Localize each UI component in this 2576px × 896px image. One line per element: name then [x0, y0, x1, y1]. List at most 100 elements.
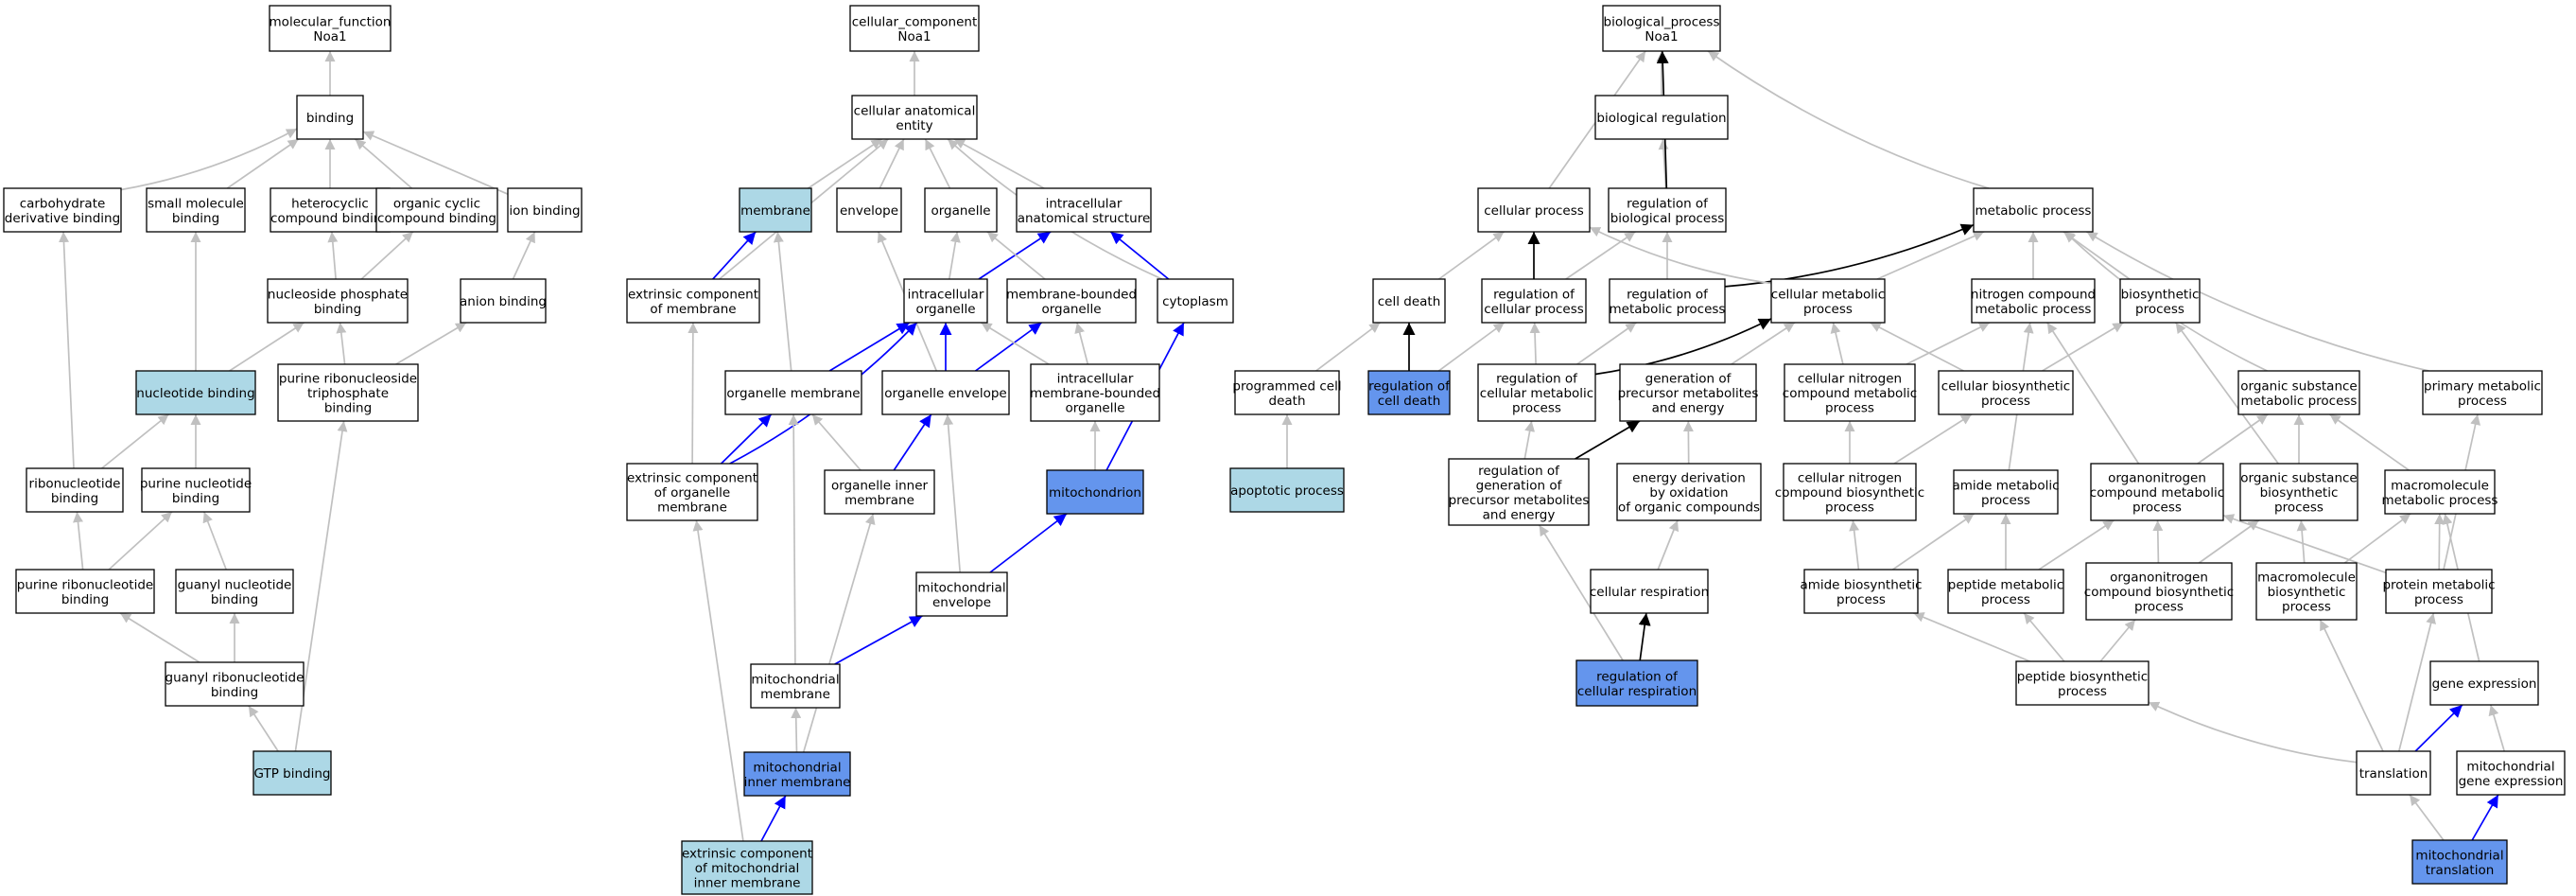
go-term-node-gtp[interactable]: GTP binding [252, 750, 332, 796]
node-label-line: protein metabolic [2382, 577, 2495, 592]
node-label-line: intracellular [1057, 372, 1134, 387]
node-box [270, 187, 391, 233]
node-label-line: metabolic process [1976, 302, 2092, 317]
node-label-line: by oxidation [1649, 485, 1728, 501]
node-label-line: organic substance [2240, 471, 2357, 486]
go-term-node-orgenv[interactable]: organelle envelope [881, 370, 1010, 415]
node-label-line: mitochondrial [751, 672, 839, 687]
node-label-line: compound metabolic [1783, 386, 1917, 401]
go-term-node-anion[interactable]: anion binding [460, 278, 547, 324]
node-label-line: amide metabolic [1952, 478, 2059, 493]
go-term-node-envelope[interactable]: envelope [836, 187, 902, 233]
go-term-node-geneexp[interactable]: gene expression [2429, 660, 2539, 706]
node-label-line: inner membrane [744, 775, 851, 790]
node-label-line: and energy [1483, 507, 1556, 522]
go-term-node-organelle[interactable]: organelle [924, 187, 998, 233]
node-label-line: nitrogen compound [1971, 287, 2096, 302]
node-box [739, 187, 812, 233]
edge-translation-to-protmet [2397, 612, 2436, 752]
node-label-line: process [2132, 501, 2182, 516]
go-term-node-cytoplasm[interactable]: cytoplasm [1157, 278, 1234, 324]
node-label-line: compound binding [270, 211, 390, 226]
node-box [2411, 839, 2508, 885]
go-term-node-translation[interactable]: translation [2356, 750, 2431, 796]
go-term-node-membrane[interactable]: membrane [739, 187, 812, 233]
go-term-node-binding[interactable]: binding [296, 95, 364, 140]
node-box [724, 370, 862, 415]
node-label-line: organelle [1065, 401, 1124, 416]
go-term-node-apoptotic[interactable]: apoptotic process [1229, 467, 1345, 513]
go-term-node-celldeath[interactable]: cell death [1372, 278, 1446, 324]
go-term-node-metproc[interactable]: metabolic process [1973, 187, 2094, 233]
edge-regcellmet-to-regcellproc [1529, 322, 1540, 365]
node-box [1367, 370, 1451, 415]
go-term-node-nucbind[interactable]: nucleotide binding [135, 370, 256, 415]
edge-mbo-to-organelle [986, 231, 1046, 280]
go-term-node-ion[interactable]: ion binding [507, 187, 583, 233]
go-term-node-cellproc[interactable]: cellular process [1477, 187, 1591, 233]
go-term-node-orgmem[interactable]: organelle membrane [724, 370, 862, 415]
go-term-node-bioreg[interactable]: biological regulation [1594, 95, 1729, 140]
go-term-node-mito[interactable]: mitochondrion [1046, 469, 1144, 515]
go-term-node-cellresp[interactable]: cellular respiration [1590, 569, 1709, 614]
node-label-line: cell death [1378, 394, 1441, 409]
